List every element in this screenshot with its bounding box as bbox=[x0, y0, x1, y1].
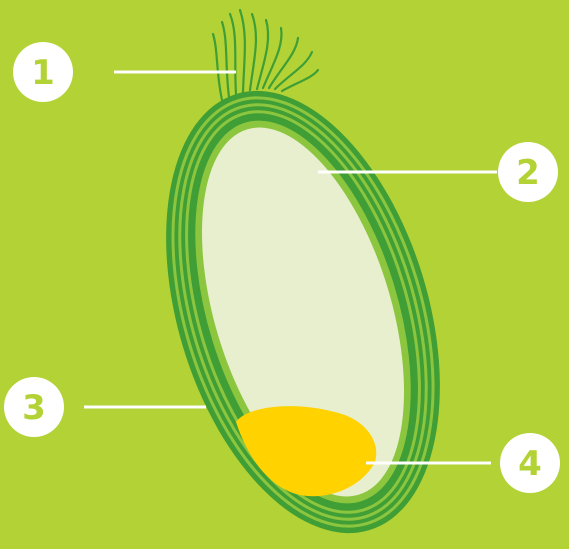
badge-number: 3 bbox=[22, 388, 46, 428]
badge-number: 2 bbox=[516, 153, 540, 193]
badge-number: 4 bbox=[518, 444, 542, 484]
callout-badge-3: 3 bbox=[4, 377, 64, 437]
callout-badge-4: 4 bbox=[500, 433, 560, 493]
callout-badge-2: 2 bbox=[498, 142, 558, 202]
badge-number: 1 bbox=[31, 53, 55, 93]
callout-badge-1: 1 bbox=[13, 42, 73, 102]
